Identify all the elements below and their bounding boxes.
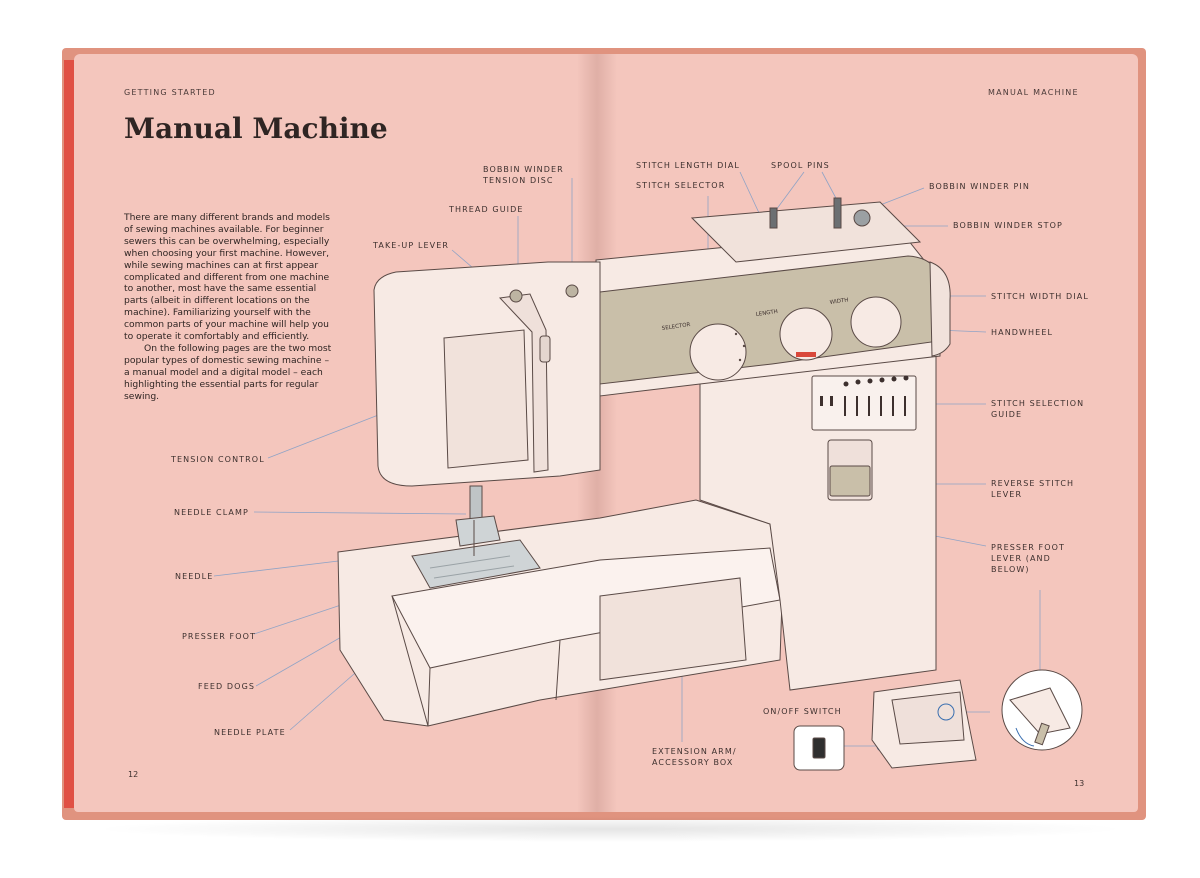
machine-bed xyxy=(337,499,783,727)
dials xyxy=(689,296,902,381)
label-presser-foot-lever: PRESSER FOOT LEVER (AND BELOW) xyxy=(991,543,1066,574)
stitch-width-dial[interactable] xyxy=(850,296,902,348)
label-bobbin-winder-pin: BOBBIN WINDER PIN xyxy=(929,182,1030,191)
stitch-guide-marks xyxy=(820,375,909,416)
intro-paragraph-1: There are many different brands and mode… xyxy=(124,212,330,343)
label-take-up-lever: TAKE-UP LEVER xyxy=(373,241,450,250)
label-extension-arm: EXTENSION ARM/ ACCESSORY BOX xyxy=(652,747,737,767)
label-stitch-selector: STITCH SELECTOR xyxy=(636,181,726,190)
left-page-number: 12 xyxy=(128,770,139,779)
on-off-switch-inset xyxy=(793,669,1083,771)
label-needle-clamp: NEEDLE CLAMP xyxy=(174,508,249,517)
right-page-number: 13 xyxy=(1074,779,1085,788)
dial-label-width: WIDTH xyxy=(829,297,848,306)
label-handwheel: HANDWHEEL xyxy=(991,328,1054,337)
machine-body xyxy=(373,197,951,691)
dial-label-selector: SELECTOR xyxy=(661,322,691,332)
label-reverse-stitch-lever: REVERSE STITCH LEVER xyxy=(991,479,1075,499)
label-stitch-length-dial: STITCH LENGTH DIAL xyxy=(636,161,740,170)
label-stitch-selection-guide: STITCH SELECTION GUIDE xyxy=(991,399,1085,419)
label-on-off-switch: ON/OFF SWITCH xyxy=(763,707,842,716)
stitch-length-dial[interactable] xyxy=(779,307,833,361)
stitch-selector-dial[interactable] xyxy=(689,323,747,381)
label-spool-pins: SPOOL PINS xyxy=(771,161,830,170)
label-needle-plate: NEEDLE PLATE xyxy=(214,728,286,737)
dial-label-length: LENGTH xyxy=(755,309,778,318)
intro-paragraph-2: On the following pages are the two most … xyxy=(124,342,332,402)
book-shadow xyxy=(90,816,1130,842)
label-bobbin-winder-tension-disc: BOBBIN WINDER TENSION DISC xyxy=(483,165,564,185)
label-feed-dogs: FEED DOGS xyxy=(198,682,256,691)
label-tension-control: TENSION CONTROL xyxy=(171,455,265,464)
intro-text: There are many different brands and mode… xyxy=(124,212,336,403)
label-bobbin-winder-stop: BOBBIN WINDER STOP xyxy=(953,221,1063,230)
label-stitch-width-dial: STITCH WIDTH DIAL xyxy=(991,292,1089,301)
dial-labels: SELECTOR LENGTH WIDTH xyxy=(661,297,848,332)
book-red-edge xyxy=(64,60,76,808)
label-presser-foot: PRESSER FOOT xyxy=(182,632,257,641)
label-needle: NEEDLE xyxy=(175,572,214,581)
page-title: Manual Machine xyxy=(124,112,388,145)
label-thread-guide: THREAD GUIDE xyxy=(449,205,524,214)
right-running-head: MANUAL MACHINE xyxy=(988,88,1079,97)
left-running-head: GETTING STARTED xyxy=(124,88,216,97)
